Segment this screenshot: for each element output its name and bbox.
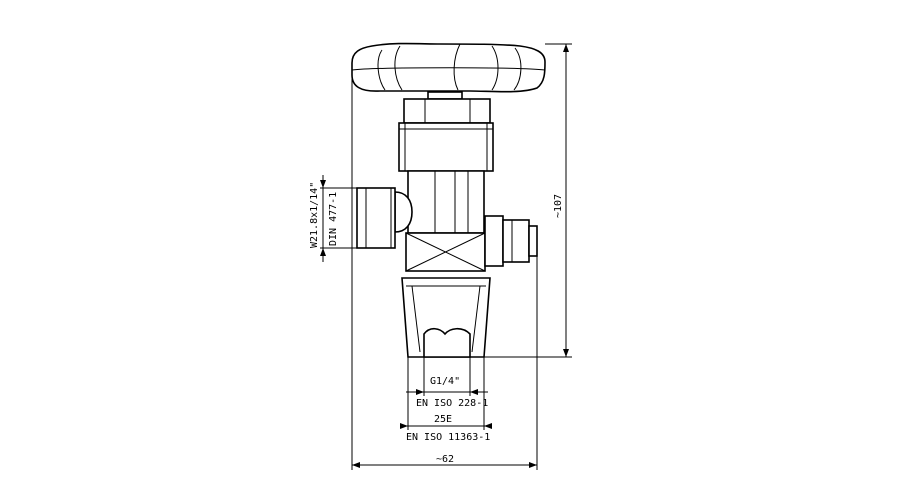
taper-thread-label: 25E bbox=[434, 414, 452, 425]
height-dimension: ~107 bbox=[484, 43, 572, 358]
width-dimension: ~62 bbox=[351, 70, 538, 470]
inlet-dimension: G1/4" EN ISO 228-1 bbox=[406, 357, 488, 409]
outlet-thread-label: W21.8x1/14" bbox=[309, 182, 320, 248]
inlet-taper bbox=[401, 277, 491, 358]
valve-body bbox=[394, 170, 486, 272]
width-label: ~62 bbox=[436, 454, 454, 465]
gland-nut bbox=[398, 91, 494, 172]
safety-device bbox=[484, 215, 538, 267]
handwheel bbox=[351, 42, 546, 93]
inlet-standard-label: EN ISO 228-1 bbox=[416, 398, 488, 409]
outlet-standard-label: DIN 477-1 bbox=[328, 192, 339, 246]
taper-dimension: 25E EN ISO 11363-1 bbox=[400, 357, 492, 443]
inlet-thread-label: G1/4" bbox=[430, 376, 460, 387]
taper-standard-label: EN ISO 11363-1 bbox=[406, 432, 490, 443]
outlet-connection bbox=[356, 187, 396, 249]
outlet-dimension: W21.8x1/14" DIN 477-1 bbox=[309, 175, 357, 262]
height-label: ~107 bbox=[553, 194, 564, 218]
